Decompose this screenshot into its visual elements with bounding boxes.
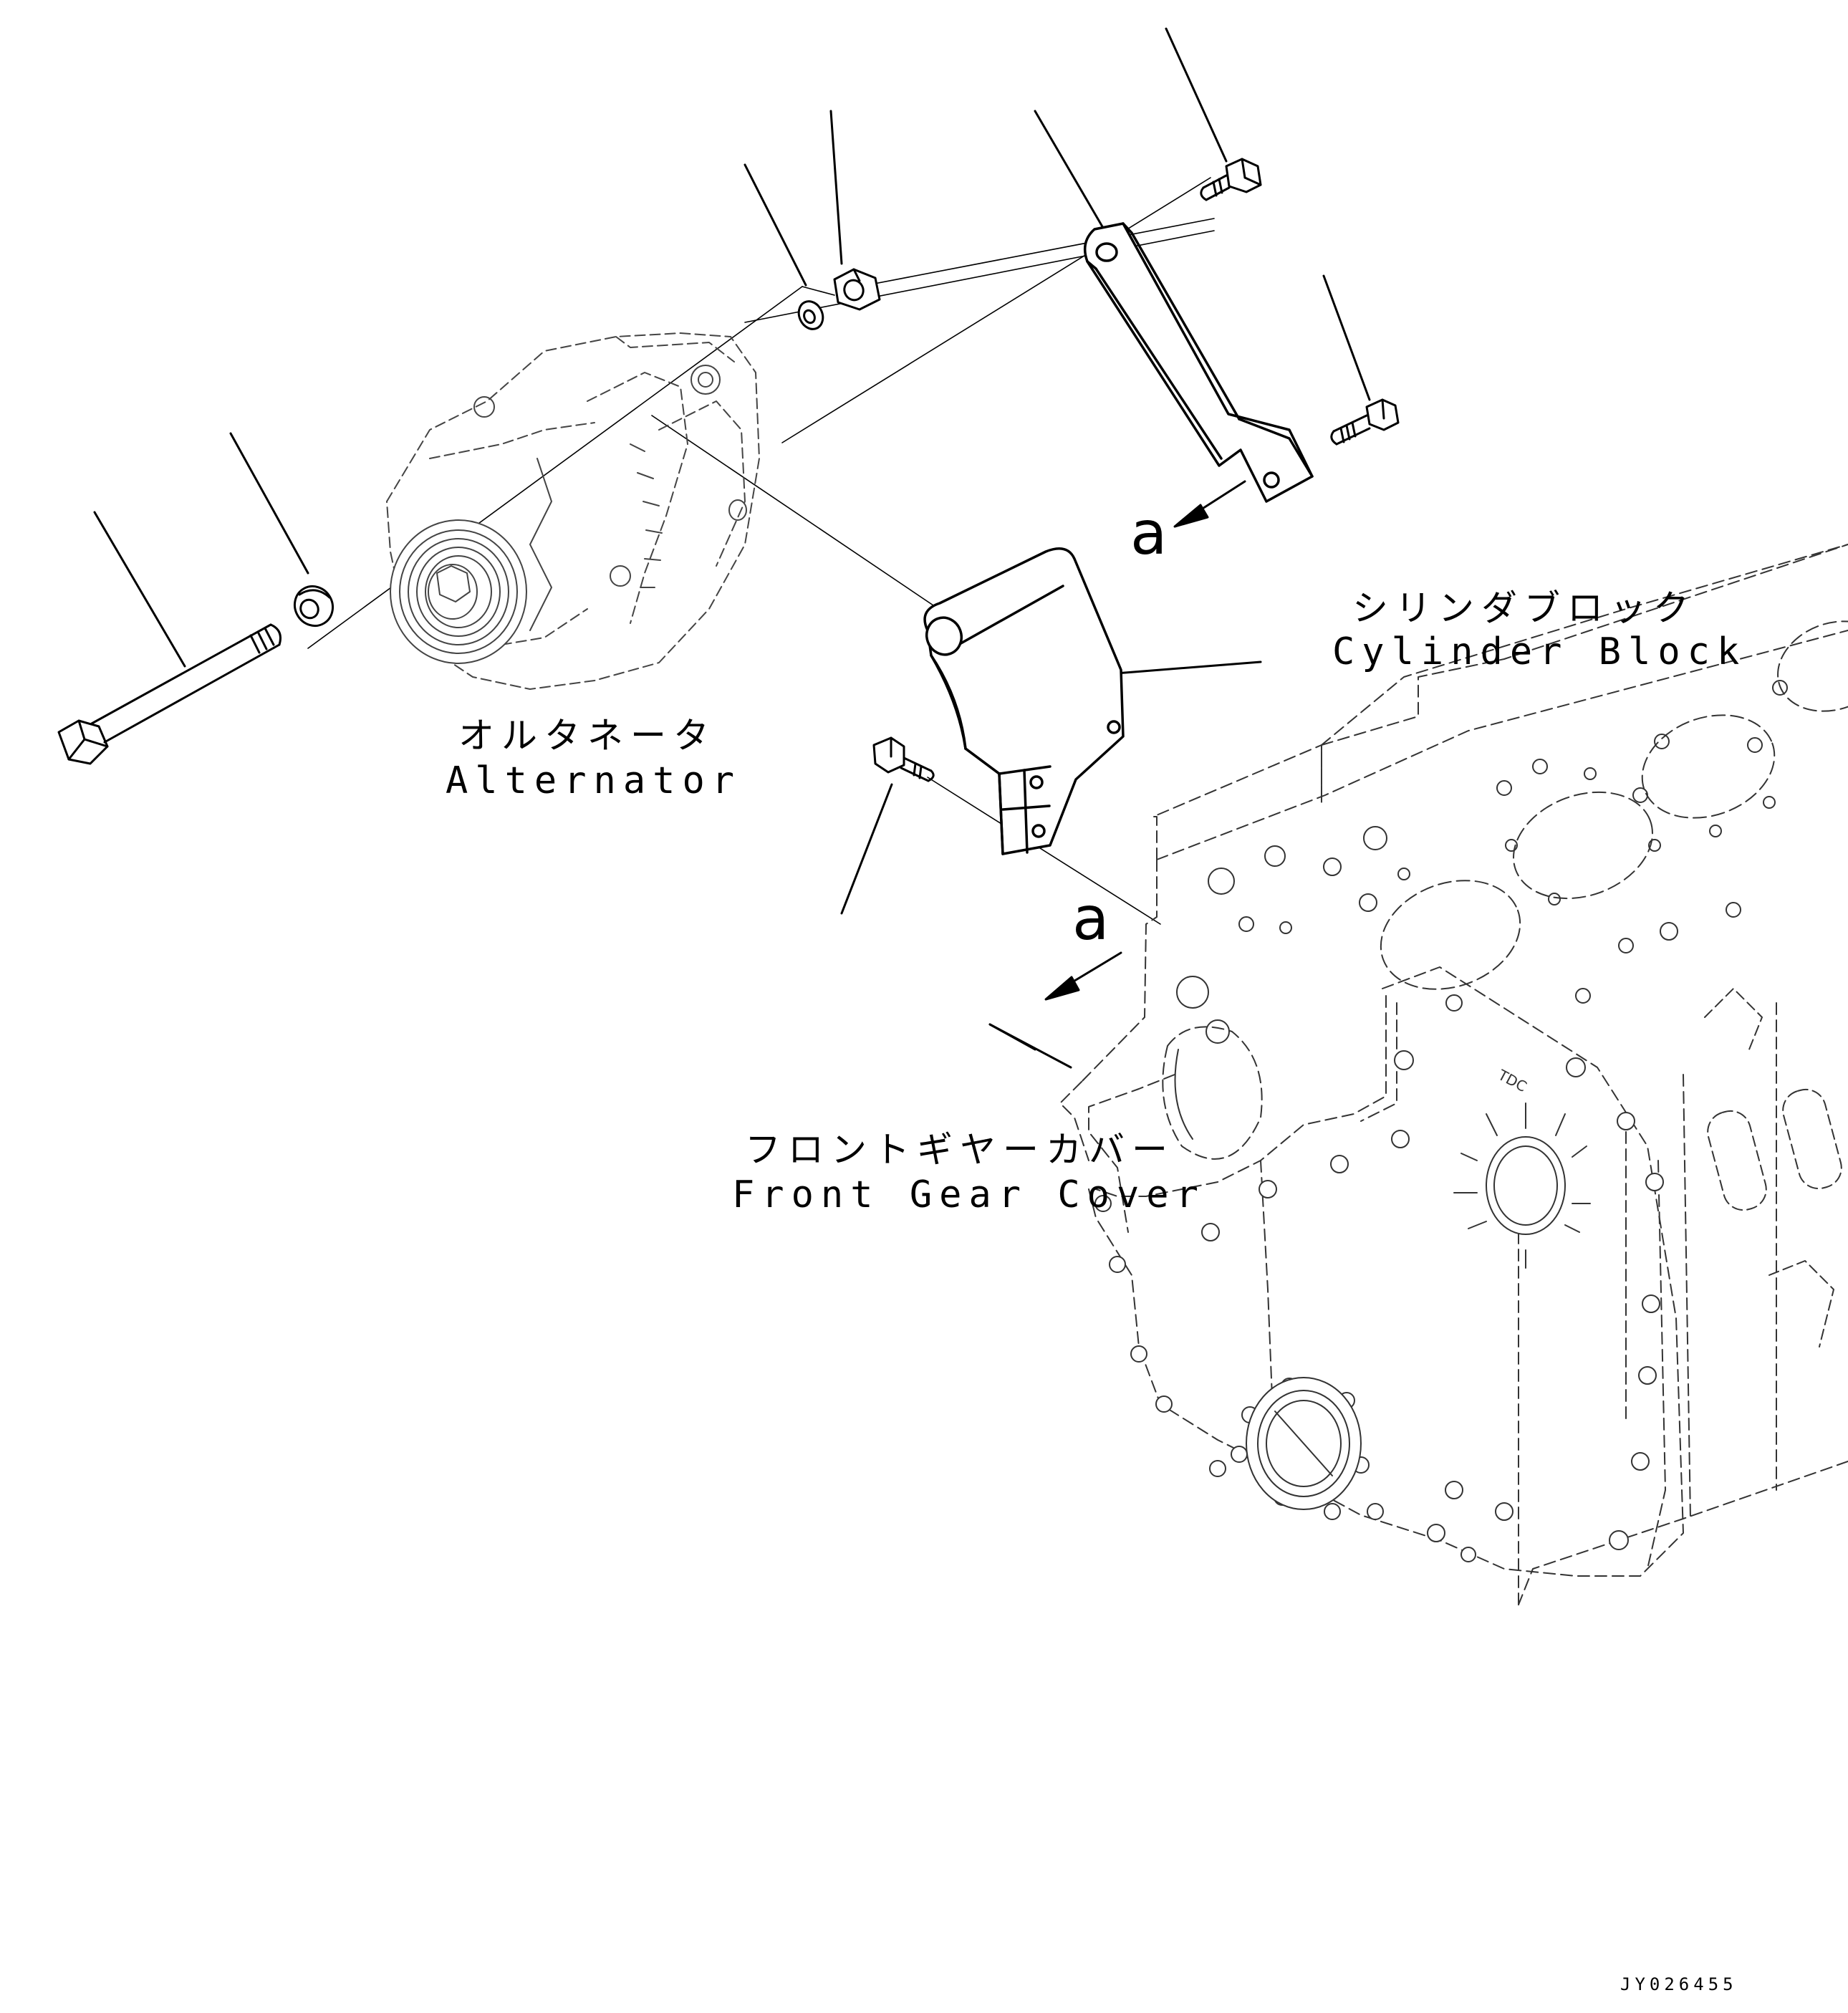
drawing-code: JY026455 [1620, 1974, 1738, 1994]
cylinder-block-label-jp: シリンダブロック [1352, 587, 1696, 629]
gear-cover-bolts [1094, 994, 1664, 1562]
front-gear-cover-label-en: Front Gear Cover [732, 1173, 1205, 1216]
bracket-bolt [872, 736, 935, 782]
washer-and-nut [797, 268, 881, 330]
view-arrow-upper [1173, 480, 1246, 528]
view-arrow-lower [1044, 951, 1122, 1001]
mounting-bracket [923, 547, 1125, 855]
alternator-details [390, 365, 747, 664]
block-holes [1176, 680, 1788, 1044]
leader-lines [93, 27, 1371, 1069]
adjusting-link [1083, 222, 1314, 503]
timing-seal [1453, 1102, 1591, 1269]
tdc-engraving: TDC [1495, 1066, 1530, 1095]
block-side-ports [1704, 988, 1842, 1347]
front-gear-cover [1088, 966, 1684, 1577]
block-opening [1162, 1026, 1263, 1160]
long-bolt [57, 623, 281, 765]
alternator-label-jp: オルタネータ [458, 715, 716, 756]
right-bolt [1330, 398, 1400, 446]
alternator-washer [293, 585, 335, 628]
view-mark-lower: a [1072, 883, 1110, 953]
cylinder-block-label-en: Cylinder Block [1332, 630, 1747, 673]
alternator-label-en: Alternator [446, 759, 742, 802]
cylinder-bores [1380, 620, 1848, 990]
top-bolt [1200, 158, 1262, 201]
front-gear-cover-label-jp: フロントギヤーカバー [745, 1129, 1175, 1171]
view-mark-upper: a [1130, 498, 1168, 568]
cylinder-block [1059, 544, 1848, 1605]
crank-seal [1246, 1377, 1362, 1510]
